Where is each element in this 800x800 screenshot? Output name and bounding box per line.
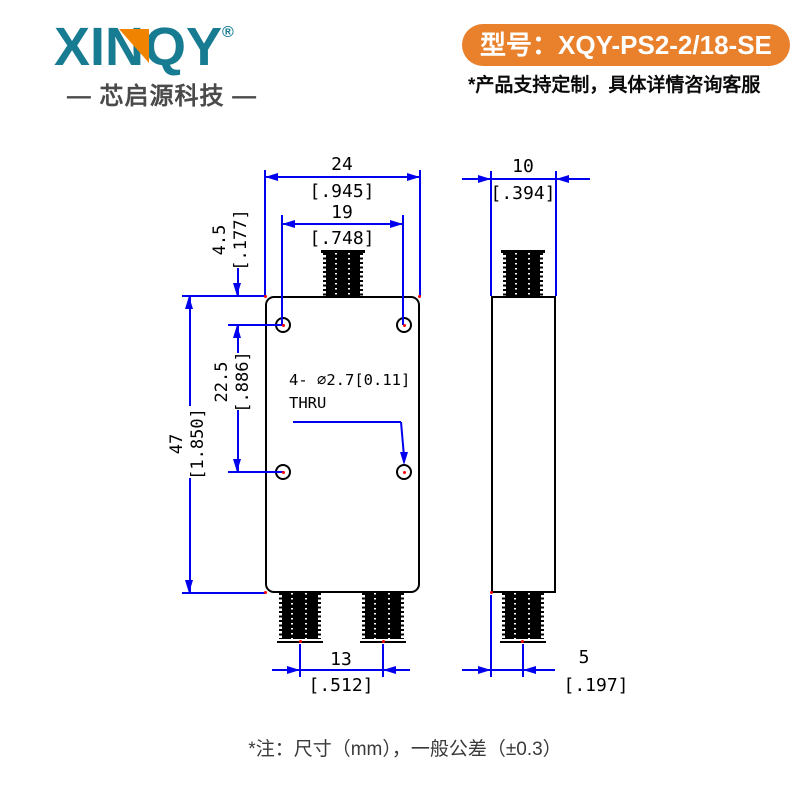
dim-width-inch: [.945] bbox=[309, 181, 375, 202]
point-marker bbox=[490, 591, 493, 594]
dim-height: 47 [1.850] bbox=[167, 408, 209, 480]
extension-line bbox=[299, 644, 301, 677]
dim-height-inch: [1.850] bbox=[188, 408, 208, 480]
dim-arrowhead-icon bbox=[233, 459, 241, 472]
dim-port-offset-mm: 5 bbox=[578, 647, 590, 668]
point-marker bbox=[282, 471, 285, 474]
point-marker bbox=[521, 640, 524, 643]
dim-arrowhead-icon bbox=[265, 173, 278, 181]
dim-depth-inch: [.394] bbox=[490, 183, 556, 204]
sma-connector-side-bottom bbox=[502, 593, 544, 639]
point-marker bbox=[403, 471, 406, 474]
brand-subtitle: — 芯启源科技 — bbox=[66, 83, 258, 110]
point-marker bbox=[403, 324, 406, 327]
dim-port-span-mm: 13 bbox=[330, 649, 352, 670]
extension-line bbox=[382, 644, 384, 677]
dim-width-mm: 24 bbox=[331, 154, 353, 175]
extension-line bbox=[182, 295, 265, 297]
dimension-line bbox=[462, 669, 555, 671]
dimension-line bbox=[265, 176, 420, 178]
dim-arrowhead-icon bbox=[282, 220, 295, 228]
dim-arrowhead-icon bbox=[287, 666, 300, 674]
extension-line bbox=[419, 170, 421, 296]
dimension-line bbox=[237, 325, 239, 353]
hole-callout-line2: THRU bbox=[289, 394, 327, 412]
extension-line bbox=[182, 592, 265, 594]
dim-hole-top-offset-mm: 4.5 bbox=[210, 224, 230, 256]
dim-arrowhead-icon bbox=[478, 175, 491, 183]
dimension-line bbox=[462, 178, 590, 180]
dim-hole-pitch: 22.5 [.886] bbox=[212, 351, 254, 412]
point-marker bbox=[264, 295, 267, 298]
hole-callout: 4- ⌀2.7[0.11] THRU bbox=[289, 369, 410, 415]
dim-hole-top-offset: 4.5 [.177] bbox=[210, 209, 252, 270]
dim-arrowhead-icon bbox=[383, 666, 396, 674]
leader-arrowhead-icon bbox=[400, 452, 408, 465]
leader-line bbox=[293, 421, 401, 423]
point-marker bbox=[282, 324, 285, 327]
dim-arrowhead-icon bbox=[233, 283, 241, 296]
sma-connector-output-right bbox=[362, 593, 404, 639]
extension-line bbox=[490, 171, 492, 296]
dim-arrowhead-icon bbox=[478, 666, 491, 674]
tolerance-note: *注：尺寸（mm），一般公差（±0.3） bbox=[248, 739, 562, 760]
dimension-line bbox=[189, 296, 191, 406]
extension-line bbox=[264, 170, 266, 296]
extension-line bbox=[402, 215, 404, 325]
dim-hole-span-inch: [.748] bbox=[309, 228, 375, 249]
dim-arrowhead-icon bbox=[233, 325, 241, 338]
dim-arrowhead-icon bbox=[390, 220, 403, 228]
sma-connector-cap bbox=[501, 250, 545, 253]
point-marker bbox=[382, 640, 385, 643]
dim-hole-pitch-mm: 22.5 bbox=[212, 361, 232, 403]
model-number-badge: 型号：XQY-PS2-2/18-SE bbox=[462, 24, 790, 66]
sma-connector-output-left bbox=[279, 593, 321, 639]
point-marker bbox=[299, 640, 302, 643]
dimension-line bbox=[272, 669, 410, 671]
side-view-body bbox=[491, 296, 556, 593]
customization-note: *产品支持定制，具体详情咨询客服 bbox=[468, 75, 761, 96]
extension-line bbox=[522, 644, 524, 677]
dim-hole-pitch-inch: [.886] bbox=[233, 351, 253, 413]
dim-port-offset-inch: [.197] bbox=[563, 675, 629, 696]
dim-hole-span-mm: 19 bbox=[331, 202, 353, 223]
dim-arrowhead-icon bbox=[407, 173, 420, 181]
dim-arrowhead-icon bbox=[556, 175, 569, 183]
extension-line bbox=[555, 171, 557, 296]
registered-trademark-icon: ® bbox=[222, 24, 234, 41]
extension-line bbox=[228, 324, 284, 326]
dim-depth-mm: 10 bbox=[512, 156, 534, 177]
sma-connector-input-top bbox=[323, 253, 363, 296]
dimension-line bbox=[237, 268, 239, 296]
dim-arrowhead-icon bbox=[523, 666, 536, 674]
dimension-line bbox=[237, 410, 239, 472]
dimension-line bbox=[189, 478, 191, 593]
extension-line bbox=[281, 215, 283, 325]
dim-arrowhead-icon bbox=[185, 580, 193, 593]
extension-line bbox=[490, 595, 492, 677]
sma-connector-cap bbox=[321, 250, 365, 253]
dim-arrowhead-icon bbox=[185, 296, 193, 309]
dim-hole-top-offset-inch: [.177] bbox=[231, 209, 251, 271]
front-view-body bbox=[265, 296, 420, 593]
dim-height-mm: 47 bbox=[167, 433, 187, 455]
point-marker bbox=[264, 591, 267, 594]
sma-connector-side-top bbox=[503, 253, 543, 296]
point-marker bbox=[418, 295, 421, 298]
extension-line bbox=[228, 471, 284, 473]
dim-port-span-inch: [.512] bbox=[308, 675, 374, 696]
dimension-line bbox=[282, 223, 403, 225]
hole-callout-line1: 4- ⌀2.7[0.11] bbox=[289, 371, 411, 389]
